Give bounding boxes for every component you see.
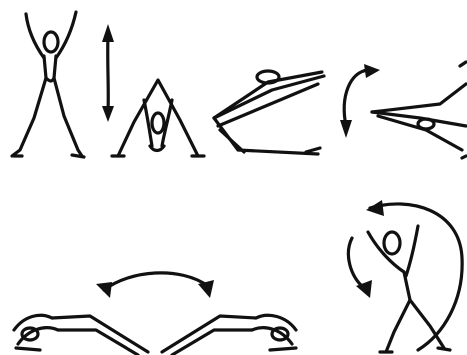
stick-figure-lying-raised-icon [214, 71, 324, 154]
arc-double-arrow-icon [96, 273, 214, 298]
stick-figure-lying-flat-icon [372, 62, 466, 158]
stick-figure-forward-fold-icon [112, 80, 204, 156]
stick-figure-standing-arms-raised-icon [12, 12, 84, 157]
curved-double-arrow-icon [340, 64, 380, 138]
paired-figures-icon [14, 315, 296, 355]
double-headed-vertical-arrow-icon [102, 24, 114, 122]
